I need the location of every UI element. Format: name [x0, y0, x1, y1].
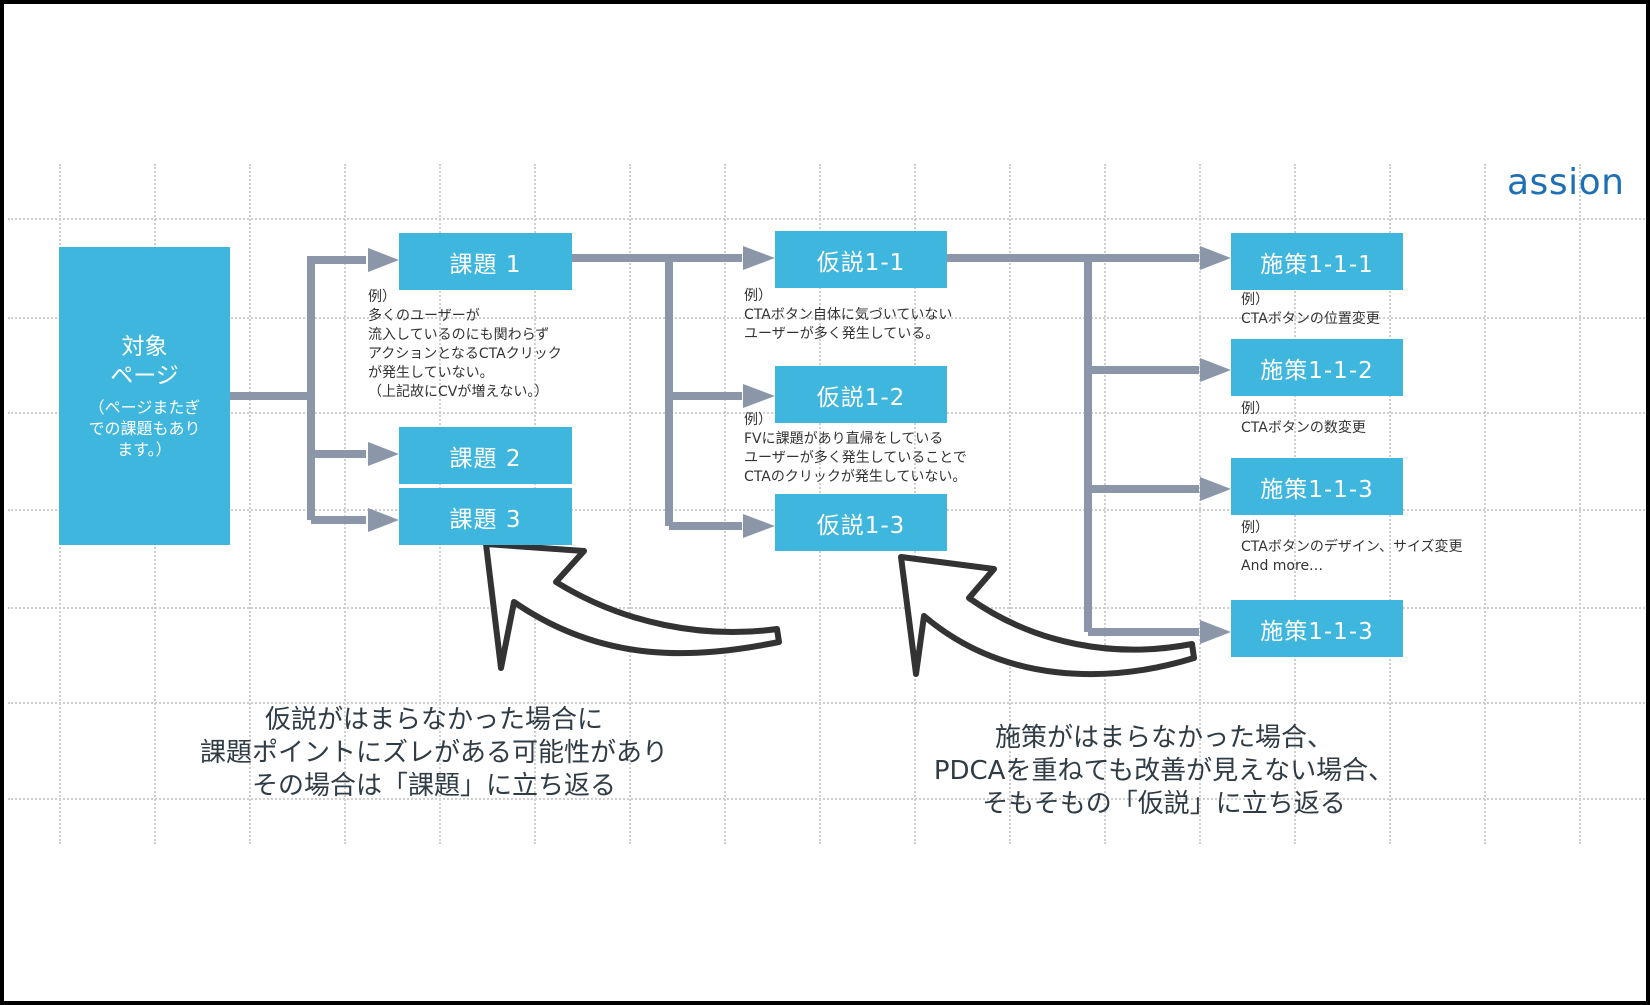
measure-box-1: 施策1-1-1 [1231, 233, 1403, 290]
grid-line [8, 317, 1646, 319]
hypothesis-2-example-note: 例） FVに課題があり直帰をしている ユーザーが多く発生していることで CTAの… [744, 411, 967, 487]
note-line: CTAボタンの数変更 [1241, 420, 1366, 436]
note-line: 例） [1241, 292, 1269, 308]
note-line: FVに課題があり直帰をしている [744, 431, 944, 447]
grid-line [724, 164, 726, 844]
measure-1-example-note: 例） CTAボタンの位置変更 [1241, 291, 1380, 329]
note-line: 例） [1241, 401, 1269, 417]
note-line: ユーザーが多く発生している。 [744, 326, 940, 342]
grid-line [1484, 164, 1486, 844]
grid-line [629, 164, 631, 844]
note-line: CTAのクリックが発生していない。 [744, 469, 967, 485]
note-line: 例） [744, 288, 772, 304]
measure-box-4: 施策1-1-3 [1231, 600, 1403, 657]
grid-line [8, 798, 1646, 800]
caption-line: PDCAを重ねても改善が見えない場合、 [933, 756, 1395, 786]
grid-line [8, 218, 1646, 220]
caption-line: 課題ポイントにズレがある可能性があり [199, 738, 668, 768]
feedback-arrow-right [898, 554, 1197, 678]
note-line: 例） [368, 289, 396, 305]
target-title: 対象 ページ [110, 333, 179, 391]
issue-box-1: 課題 1 [399, 233, 572, 290]
arrowhead [1200, 358, 1231, 382]
note-line: アクションとなるCTAクリック [368, 346, 562, 362]
issue-box-3: 課題 3 [399, 488, 572, 545]
note-line: 多くのユーザーが [368, 308, 480, 324]
note-line: CTAボタンの位置変更 [1241, 311, 1380, 327]
assion-logo: assion [1507, 162, 1625, 203]
note-line: CTAボタン自体に気づいていない [744, 307, 953, 323]
note-line: CTAボタンのデザイン、サイズ変更 [1241, 539, 1463, 555]
note-line: （上記故にCVが増えない。） [368, 384, 549, 400]
connector-layer [230, 246, 1231, 678]
measure-2-example-note: 例） CTAボタンの数変更 [1241, 400, 1366, 438]
caption-right: 施策がはまらなかった場合、 PDCAを重ねても改善が見えない場合、 そもそもの「… [894, 722, 1434, 821]
note-line: And more… [1241, 558, 1324, 574]
note-line: ユーザーが多く発生していることで [744, 450, 967, 466]
issue-example-note: 例） 多くのユーザーが 流入しているのにも関わらず アクションとなるCTAクリッ… [368, 288, 562, 402]
grid-line [8, 702, 1646, 704]
caption-left: 仮説がはまらなかった場合に 課題ポイントにズレがある可能性があり その場合は「課… [164, 704, 704, 803]
arrowhead [368, 508, 399, 532]
target-title-line: ページ [110, 362, 179, 389]
target-page-box: 対象 ページ （ページまたぎ での課題もあり ます。） [59, 247, 230, 545]
target-note-line: （ページまたぎ [88, 397, 201, 417]
hypothesis-1-example-note: 例） CTAボタン自体に気づいていない ユーザーが多く発生している。 [744, 287, 952, 344]
caption-line: その場合は「課題」に立ち返る [251, 771, 616, 801]
arrowhead [743, 514, 775, 538]
arrowhead [1200, 246, 1231, 270]
grid-line [1104, 164, 1106, 844]
grid-line [1579, 164, 1581, 844]
arrowhead [368, 442, 399, 466]
measure-box-2: 施策1-1-2 [1231, 339, 1403, 396]
grid-line [249, 164, 251, 844]
note-line: 流入しているのにも関わらず [368, 327, 550, 343]
target-title-line: 対象 [121, 333, 168, 360]
grid-line [1199, 164, 1201, 844]
hypothesis-box-3: 仮説1-3 [775, 494, 947, 551]
caption-line: そもそもの「仮説」に立ち返る [982, 789, 1346, 819]
arrowhead [743, 246, 775, 270]
feedback-arrow-left [483, 541, 782, 671]
hypothesis-box-1: 仮説1-1 [775, 231, 947, 288]
note-line: 例） [744, 412, 772, 428]
arrowhead [743, 384, 775, 408]
caption-line: 仮説がはまらなかった場合に [264, 705, 603, 735]
target-note-line: での課題もあり [88, 418, 201, 438]
target-note-line: ます。） [117, 439, 172, 459]
arrowhead [368, 248, 399, 272]
note-line: が発生していない。 [368, 365, 494, 381]
grid-line [344, 164, 346, 844]
note-line: 例） [1241, 520, 1269, 536]
arrowhead [1200, 477, 1231, 501]
grid-line [1009, 164, 1011, 844]
grid-line [8, 607, 1646, 609]
hypothesis-box-2: 仮説1-2 [775, 366, 947, 423]
measure-box-3: 施策1-1-3 [1231, 458, 1403, 515]
arrowhead [1200, 620, 1231, 644]
caption-line: 施策がはまらなかった場合、 [994, 723, 1333, 753]
target-note: （ページまたぎ での課題もあり ます。） [88, 397, 200, 460]
issue-box-2: 課題 2 [399, 427, 572, 484]
measure-3-example-note: 例） CTAボタンのデザイン、サイズ変更 And more… [1241, 519, 1463, 576]
